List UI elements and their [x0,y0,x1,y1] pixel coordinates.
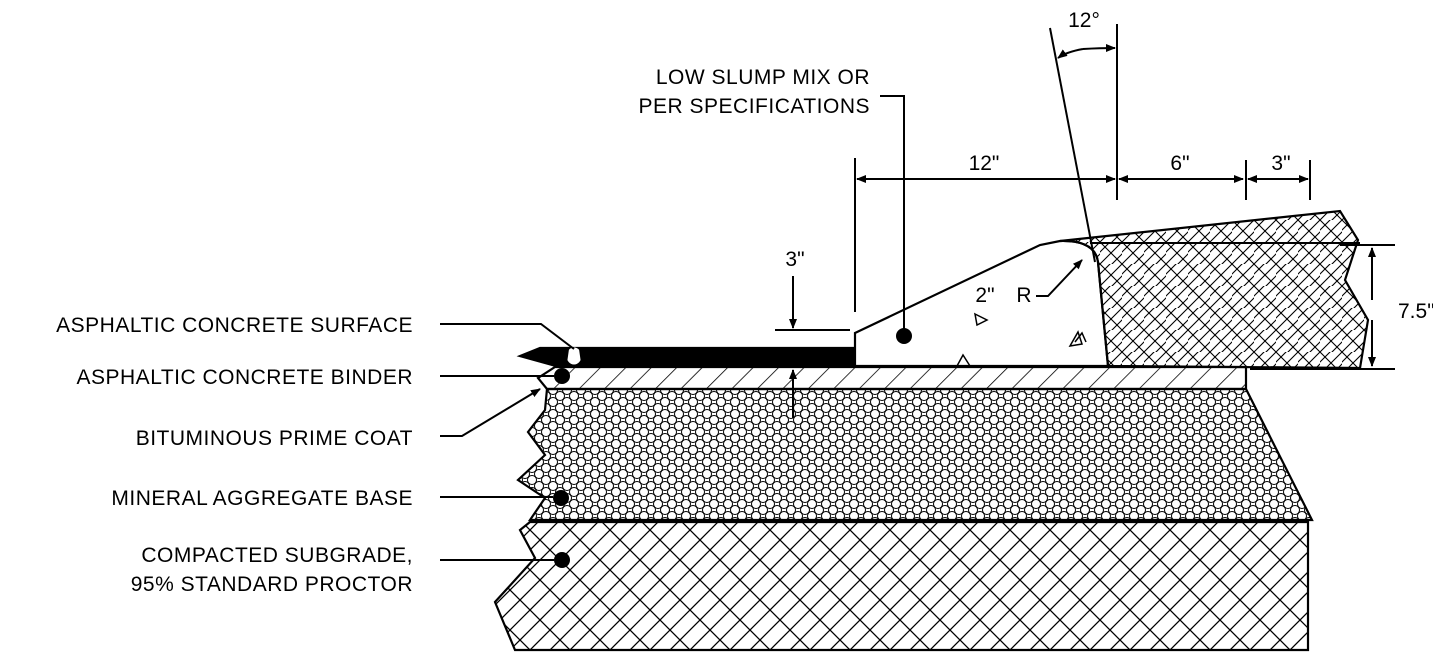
binder-leader-dot [554,368,570,384]
gutter-offset-text: 6" [1170,152,1189,175]
radius-letter: R [1016,284,1031,307]
surface-leader-line [440,323,575,350]
surface-leader-marker [566,347,582,365]
subgrade-label-line2: 95% STANDARD PROCTOR [131,573,413,596]
aggregate-symbol [1074,331,1087,343]
aggregate-symbol [973,312,989,327]
mix-label-line2: PER SPECIFICATIONS [639,95,870,118]
surface-layer [516,346,857,368]
radius-leader [1036,259,1083,297]
backfill-soil [1059,209,1370,370]
surface-leader-bracket [565,348,583,364]
subgrade-layer [493,520,1310,652]
gutter-small-text: 3" [1271,152,1290,175]
batter-line [1049,27,1096,263]
aggregate-symbol [956,353,971,367]
mix-leader-line [880,95,905,330]
mix-leader-dot [896,328,912,344]
radius-text: 2" [975,284,994,307]
surface-label: ASPHALTIC CONCRETE SURFACE [56,314,413,337]
angle-dim-text: 12° [1068,9,1100,32]
mix-label-line1: LOW SLUMP MIX OR [656,66,870,89]
height-text: 7.5" [1398,300,1433,323]
angle-arc-left [1057,48,1084,59]
subgrade-leader-dot [554,552,570,568]
curb-width-text: 12" [969,152,1000,175]
binder-label: ASPHALTIC CONCRETE BINDER [77,366,414,389]
prime-leader-line [440,388,541,437]
subgrade-label-line1: COMPACTED SUBGRADE, [141,544,413,567]
aggregate-base-layer [516,387,1314,522]
angle-arc-right [1082,44,1116,53]
base-leader-dot [553,490,569,506]
prime-label: BITUMINOUS PRIME COAT [136,427,413,450]
aggregate-symbol [1068,330,1083,347]
base-label: MINERAL AGGREGATE BASE [111,487,413,510]
binder-layer [536,365,1248,391]
surface-thickness-text: 3" [785,248,804,271]
